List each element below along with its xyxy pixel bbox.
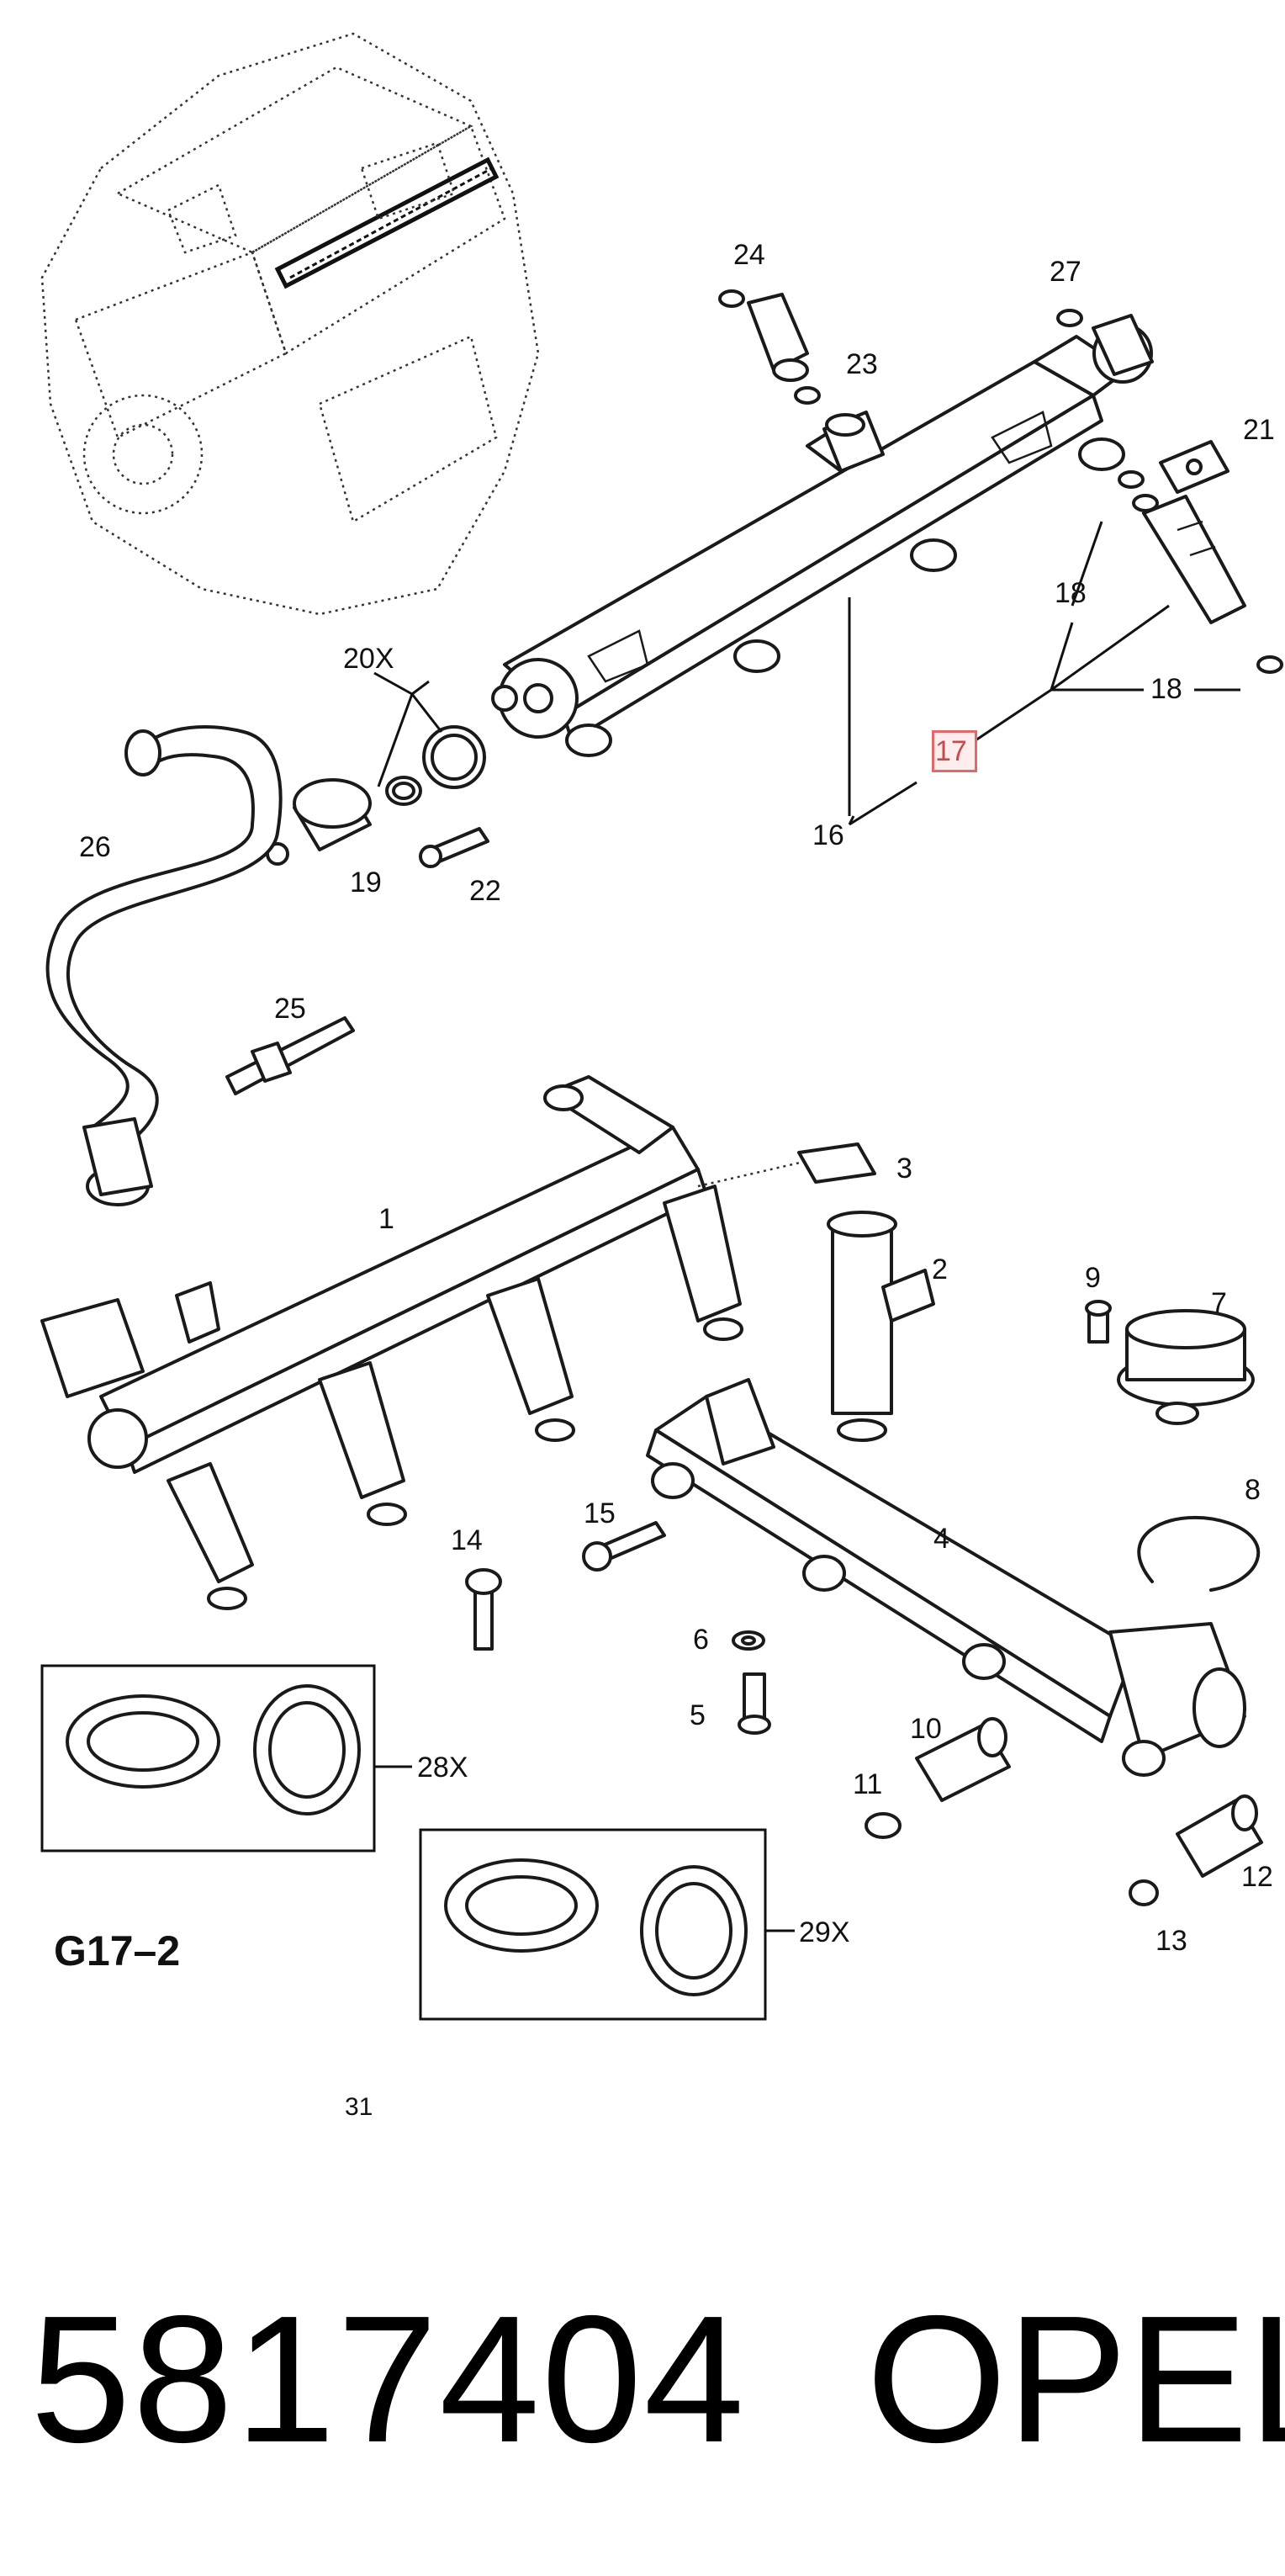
part-15-bolt — [582, 1521, 666, 1572]
callout-9: 9 — [1085, 1262, 1101, 1294]
part-20x-rings — [385, 725, 486, 806]
callout-20x: 20X — [343, 643, 394, 675]
callout-22: 22 — [469, 875, 501, 907]
part-7-pressure-regulator — [1117, 1309, 1255, 1425]
part-14-bolt — [465, 1568, 502, 1651]
callout-26: 26 — [79, 831, 111, 863]
callout-4: 4 — [933, 1523, 949, 1555]
part-29x-seal-kit-box — [419, 1828, 767, 2021]
callout-27: 27 — [1050, 256, 1081, 288]
callout-18-upper: 18 — [1055, 577, 1087, 609]
brand-name: OPEL — [866, 2277, 1285, 2480]
callout-13: 13 — [1155, 1925, 1187, 1957]
part-9-screw — [1085, 1300, 1112, 1344]
part-19-regulator — [266, 778, 372, 866]
callout-12: 12 — [1241, 1861, 1273, 1893]
callout-5: 5 — [690, 1699, 706, 1731]
leader-lines — [373, 521, 1240, 1932]
callout-16: 16 — [812, 819, 844, 851]
part-25-stud — [225, 1016, 355, 1095]
callout-24: 24 — [733, 239, 765, 271]
part-number: 5817404 — [30, 2277, 747, 2480]
callout-18-right: 18 — [1150, 673, 1182, 705]
upper-fuel-rail — [491, 323, 1153, 757]
callout-14: 14 — [451, 1524, 483, 1556]
part-28x-seal-kit-box — [40, 1664, 376, 1852]
engine-block-illustration — [40, 32, 540, 616]
diagram-code: G17–2 — [54, 1927, 181, 1974]
part-6-washer — [732, 1630, 765, 1651]
part-3-clip — [797, 1142, 876, 1184]
part-12-fitting — [1176, 1794, 1263, 1878]
part-27-fitting — [1056, 309, 1154, 376]
callout-15: 15 — [584, 1497, 616, 1529]
part-13-washer — [1129, 1879, 1159, 1906]
callout-7: 7 — [1211, 1287, 1227, 1319]
callout-10: 10 — [910, 1713, 942, 1745]
callout-19: 19 — [350, 867, 382, 898]
part-2-injector — [827, 1211, 935, 1442]
part-22-bolt — [419, 827, 489, 868]
callout-25: 25 — [274, 993, 306, 1025]
part-23-fitting — [822, 411, 885, 473]
callout-17-highlighted: 17 — [935, 735, 967, 767]
callout-6: 6 — [693, 1624, 709, 1656]
callout-2: 2 — [932, 1254, 948, 1285]
part-5-valve — [738, 1672, 771, 1735]
leader-dashed-3 — [697, 1159, 808, 1188]
part-26-hose — [45, 725, 283, 1206]
part-24-fitting — [718, 289, 821, 405]
callout-29x: 29X — [799, 1916, 850, 1948]
callout-1: 1 — [378, 1203, 394, 1235]
part-11-washer — [865, 1812, 902, 1839]
callout-28x: 28X — [417, 1752, 468, 1784]
callout-11: 11 — [853, 1768, 882, 1800]
callout-labels: 1 2 3 4 5 6 7 8 9 10 11 12 13 14 15 16 1… — [79, 239, 1275, 1957]
part-1-fuel-rail-assembly — [40, 1075, 743, 1610]
callout-23: 23 — [846, 348, 878, 380]
callout-21: 21 — [1243, 414, 1275, 446]
part-21-bracket — [1159, 440, 1229, 494]
callout-8: 8 — [1245, 1474, 1261, 1506]
page-number: 31 — [345, 2093, 373, 2121]
part-8-clip-ring — [1137, 1515, 1261, 1592]
part-4-fuel-rail — [646, 1378, 1246, 1777]
callout-3: 3 — [896, 1153, 912, 1185]
highlighted-callout-box — [932, 730, 977, 772]
part-10-fitting — [915, 1717, 1011, 1802]
part-18-injector — [1118, 470, 1283, 674]
